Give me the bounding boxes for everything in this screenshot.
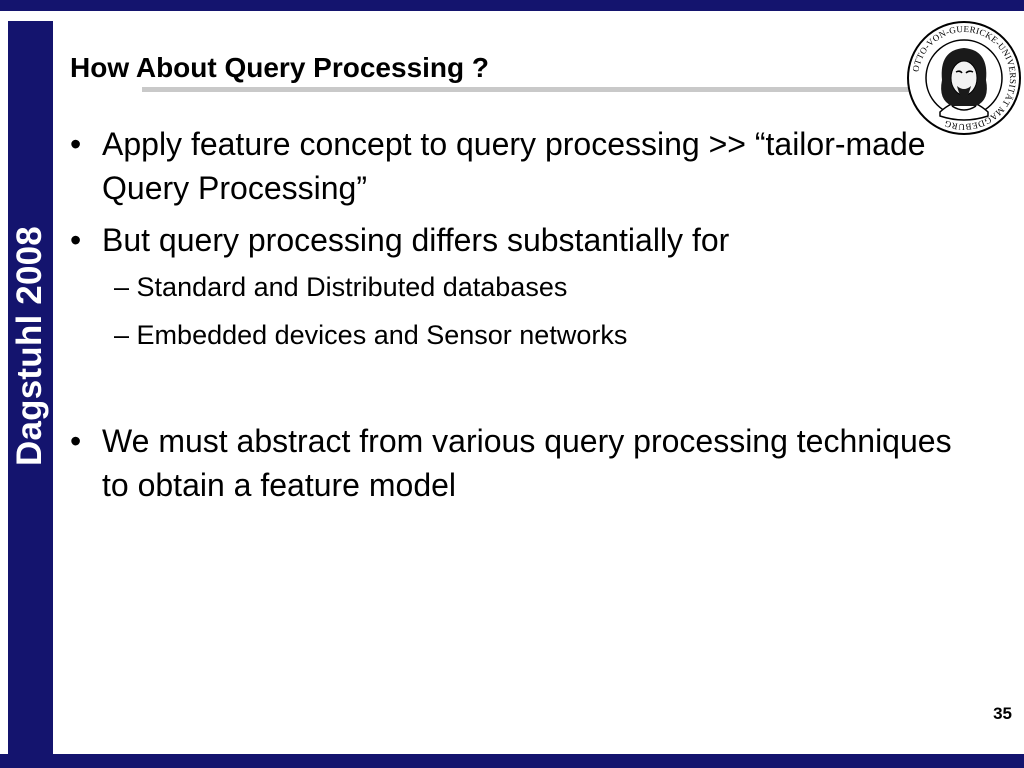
university-seal-logo: OTTO-VON-GUERICKE-UNIVERSITÄT MAGDEBURG: [907, 21, 1021, 135]
page-number: 35: [993, 704, 1012, 723]
sub-bullet-marker: –: [114, 320, 130, 350]
bullet-item: • We must abstract from various query pr…: [70, 419, 970, 507]
bullet-marker: •: [70, 423, 82, 459]
bullet-item: • Apply feature concept to query process…: [70, 122, 970, 210]
bullet-text: Apply feature concept to query processin…: [102, 126, 926, 206]
bottom-frame-bar: [0, 754, 1024, 768]
bullet-marker: •: [70, 126, 82, 162]
sub-bullet-marker: –: [114, 272, 130, 302]
slide-title: How About Query Processing ?: [70, 52, 490, 83]
bullet-text: But query processing differs substantial…: [102, 222, 730, 258]
title-underline: [142, 87, 910, 92]
bullet-item: • But query processing differs substanti…: [70, 218, 970, 262]
side-label: Dagstuhl 2008: [10, 226, 49, 466]
top-frame-bar: [0, 0, 1024, 11]
bullet-marker: •: [70, 222, 82, 258]
sub-bullet-text: Embedded devices and Sensor networks: [136, 320, 628, 350]
sub-bullet-item: – Standard and Distributed databases: [114, 271, 567, 303]
bullet-text: We must abstract from various query proc…: [102, 423, 952, 503]
sub-bullet-item: – Embedded devices and Sensor networks: [114, 319, 627, 351]
side-banner: [8, 21, 53, 755]
sub-bullet-text: Standard and Distributed databases: [136, 272, 568, 302]
